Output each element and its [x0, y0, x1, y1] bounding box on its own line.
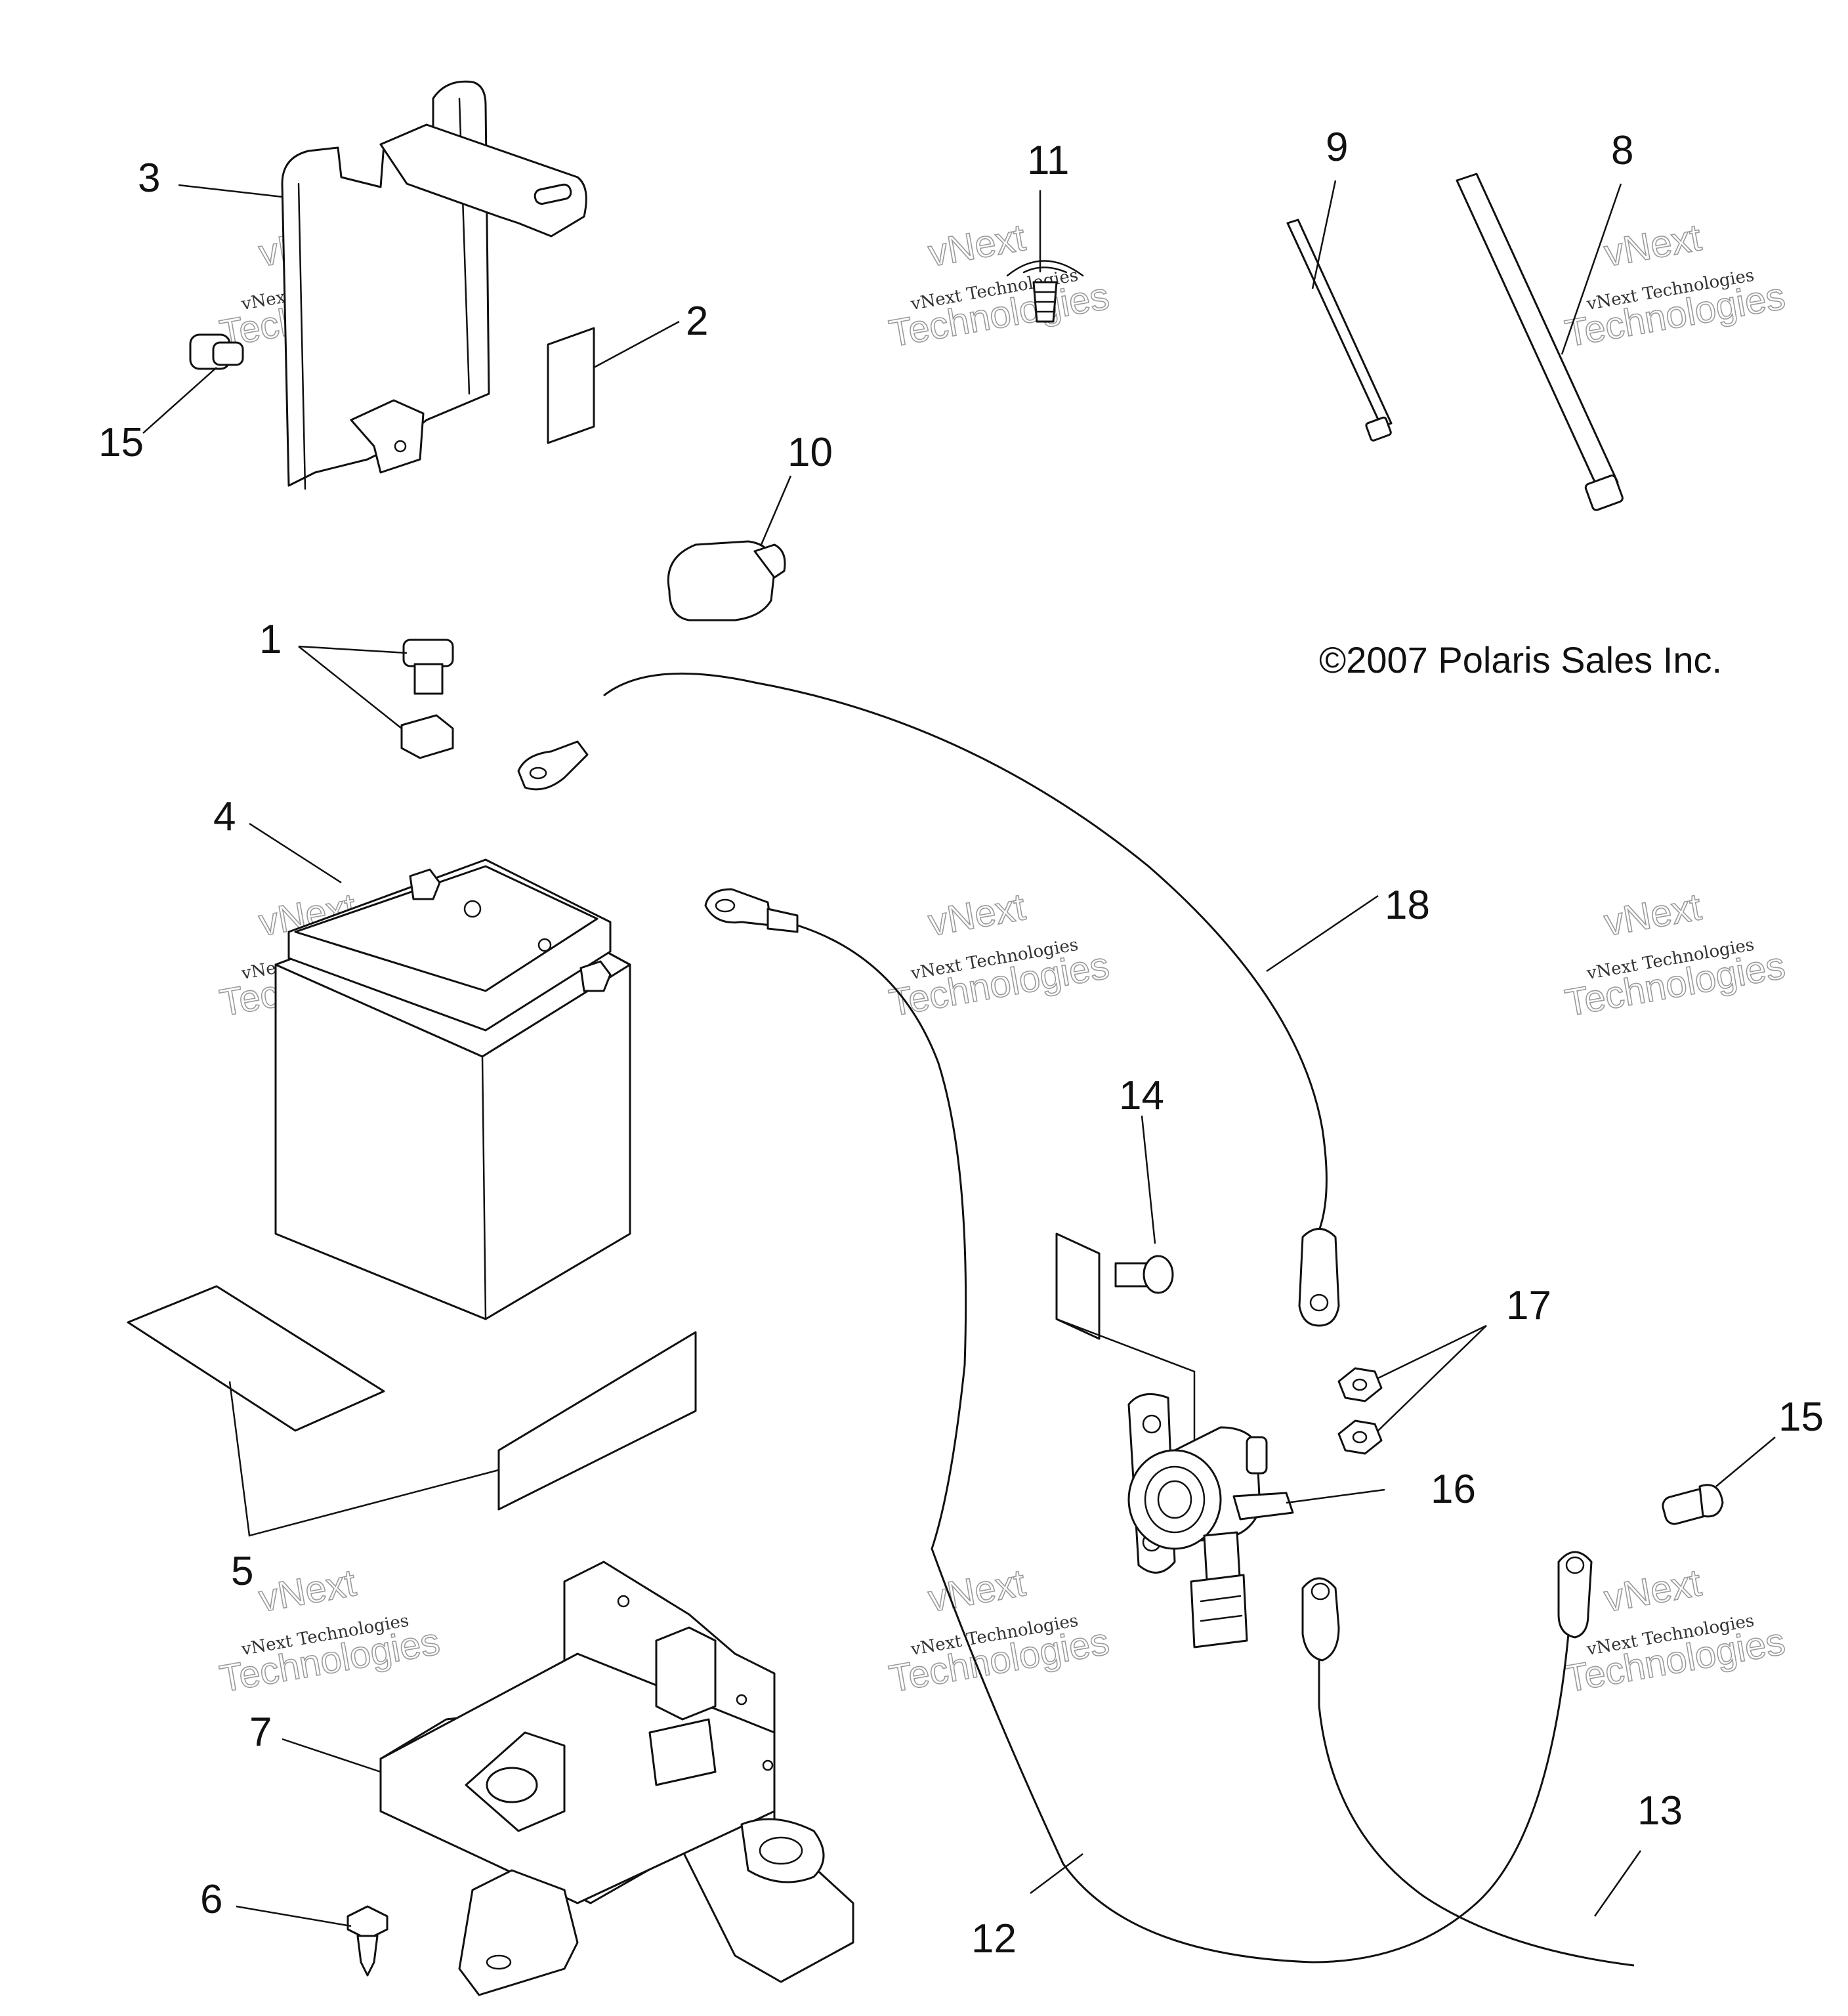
- part-3-hold-down-bracket: [281, 80, 587, 490]
- part-11-push-rivet: [1006, 260, 1084, 323]
- callout-labels: 1 2 3 4 5 6 7 8 9 10 11 12 13 14 15 15 1…: [98, 125, 1824, 1962]
- part-2-decal: [547, 327, 595, 444]
- leader-lines: [142, 180, 1776, 1927]
- copyright-text: ©2007 Polaris Sales Inc.: [1319, 639, 1722, 681]
- ring-terminal-upper: [517, 740, 589, 791]
- watermark: vNext vNext Technologies Technologies: [885, 215, 1112, 356]
- svg-text:vNext: vNext: [925, 216, 1028, 275]
- part-6-bolt: [346, 1905, 388, 1977]
- part-18-cable: [603, 672, 1328, 1231]
- part-15-bolt-upper: [189, 333, 244, 370]
- callout-11: 11: [1027, 138, 1069, 183]
- part-4-battery: [274, 858, 631, 1320]
- svg-text:vNext: vNext: [256, 1561, 359, 1620]
- part-7-battery-tray: [379, 1561, 854, 1996]
- watermark: vNext vNext Technologies Technologies: [885, 885, 1112, 1025]
- callout-3: 3: [138, 156, 160, 201]
- svg-text:vNext: vNext: [1601, 216, 1704, 275]
- callout-1: 1: [259, 617, 282, 662]
- watermark: vNext vNext Technologies Technologies: [1561, 885, 1788, 1025]
- part-13-cable: [1318, 1660, 1635, 1967]
- callout-17: 17: [1506, 1283, 1551, 1328]
- callout-2: 2: [686, 299, 708, 344]
- callout-4: 4: [213, 794, 236, 839]
- callout-6: 6: [200, 1877, 222, 1922]
- callout-16: 16: [1431, 1467, 1476, 1512]
- callout-12: 12: [971, 1916, 1017, 1962]
- part-14-screw: [1055, 1232, 1174, 1340]
- part-1-terminal-bolt-nut: [400, 639, 454, 759]
- callout-15-lower: 15: [1778, 1395, 1824, 1440]
- plate-guide-line: [1056, 1318, 1196, 1444]
- part-12-battery-cable: [704, 888, 1570, 1964]
- part-8-cable-tie-large: [1456, 173, 1624, 511]
- callout-5: 5: [231, 1549, 253, 1594]
- watermark: vNext vNext Technologies Technologies: [885, 1561, 1112, 1701]
- part-15-bolt-lower: [1662, 1484, 1724, 1525]
- callout-13: 13: [1637, 1788, 1683, 1834]
- part-9-cable-tie-small: [1286, 219, 1393, 442]
- part-10-terminal-cover: [667, 540, 786, 621]
- ring-terminal-18-lower: [1298, 1228, 1340, 1327]
- callout-8: 8: [1611, 128, 1633, 173]
- ring-terminal-12: [1557, 1551, 1593, 1639]
- part-17-nuts: [1337, 1367, 1383, 1455]
- part-5-decals: [127, 1285, 697, 1511]
- watermark: vNext vNext Technologies Technologies: [1561, 215, 1788, 356]
- ring-terminal-13: [1301, 1577, 1340, 1662]
- part-16-solenoid: [1127, 1393, 1294, 1648]
- svg-text:vNext: vNext: [1601, 885, 1704, 944]
- callout-14: 14: [1119, 1073, 1164, 1118]
- callout-10: 10: [788, 430, 833, 475]
- decal-right: [497, 1331, 697, 1511]
- decal-left: [127, 1285, 385, 1432]
- callout-18: 18: [1385, 883, 1430, 928]
- callout-15-upper: 15: [98, 420, 144, 465]
- svg-text:vNext: vNext: [1601, 1561, 1704, 1620]
- callout-7: 7: [249, 1710, 272, 1755]
- svg-text:vNext: vNext: [925, 885, 1028, 944]
- callout-9: 9: [1326, 125, 1348, 170]
